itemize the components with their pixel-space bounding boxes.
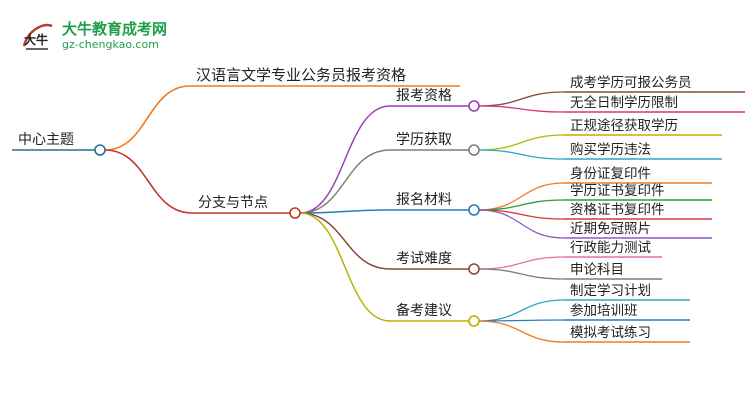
link-branch-leaf-1-0 (478, 134, 565, 151)
mindmap-links (12, 85, 745, 343)
title-node-label[interactable]: 汉语言文学专业公务员报考资格 (196, 66, 406, 84)
leaf-node-label[interactable]: 制定学习计划 (570, 283, 651, 299)
leaf-node-label[interactable]: 申论科目 (570, 262, 624, 278)
branch-node-label[interactable]: 备考建议 (396, 302, 452, 319)
branch-node-label[interactable]: 报考资格 (396, 88, 452, 104)
leaf-node-label[interactable]: 学历证书复印件 (570, 182, 665, 199)
link-root-title (104, 85, 191, 151)
link-hub-branch-0 (299, 105, 391, 214)
branch-node-handle[interactable] (468, 144, 480, 156)
site-logo[interactable]: 大牛 大牛教育成考网 gz-chengkao.com (18, 16, 178, 60)
leaf-node-label[interactable]: 无全日制学历限制 (570, 94, 678, 111)
link-hub-branch-3 (299, 212, 391, 270)
leaf-node-label[interactable]: 模拟考试练习 (570, 325, 651, 341)
hub-node-label[interactable]: 分支与节点 (198, 195, 268, 211)
branch-node-handle[interactable] (468, 100, 480, 112)
link-branch-leaf-3-0 (478, 256, 565, 270)
link-hub-branch-4 (299, 212, 391, 322)
logo-mark-icon: 大牛 (22, 23, 53, 50)
branch-node-label[interactable]: 学历获取 (396, 132, 452, 148)
link-branch-leaf-3-1 (478, 268, 565, 280)
link-branch-leaf-4-2 (478, 320, 565, 343)
link-root-hub (104, 149, 193, 214)
logo-title: 大牛教育成考网 (62, 20, 168, 38)
leaf-node-label[interactable]: 近期免冠照片 (570, 221, 651, 237)
link-branch-leaf-4-0 (478, 299, 565, 322)
link-branch-leaf-0-0 (478, 91, 565, 107)
root-node-handle[interactable] (94, 144, 106, 156)
link-branch-leaf-0-1 (478, 105, 565, 113)
branch-node-handle[interactable] (468, 263, 480, 275)
logo-url: gz-chengkao.com (62, 38, 159, 51)
branch-node-handle[interactable] (468, 204, 480, 216)
branch-node-label[interactable]: 报名材料 (396, 192, 452, 208)
leaf-node-label[interactable]: 正规途径获取学历 (570, 117, 678, 134)
leaf-node-label[interactable]: 购买学历违法 (570, 142, 651, 158)
link-hub-branch-1 (299, 149, 391, 214)
leaf-node-label[interactable]: 成考学历可报公务员 (570, 75, 692, 91)
leaf-node-label[interactable]: 行政能力测试 (570, 240, 651, 256)
leaf-node-label[interactable]: 资格证书复印件 (570, 201, 665, 218)
link-branch-leaf-2-0 (478, 182, 565, 211)
leaf-node-label[interactable]: 参加培训班 (570, 302, 638, 319)
branch-node-handle[interactable] (468, 315, 480, 327)
logo-mark-text: 大牛 (24, 32, 48, 47)
link-branch-leaf-1-1 (478, 149, 565, 160)
leaf-node-label[interactable]: 身份证复印件 (570, 165, 651, 182)
branch-node-label[interactable]: 考试难度 (396, 251, 452, 267)
link-branch-leaf-2-3 (478, 209, 565, 239)
link-hub-branch-2 (299, 209, 391, 214)
hub-node-handle[interactable] (289, 207, 301, 219)
root-node-label[interactable]: 中心主题 (18, 132, 74, 148)
